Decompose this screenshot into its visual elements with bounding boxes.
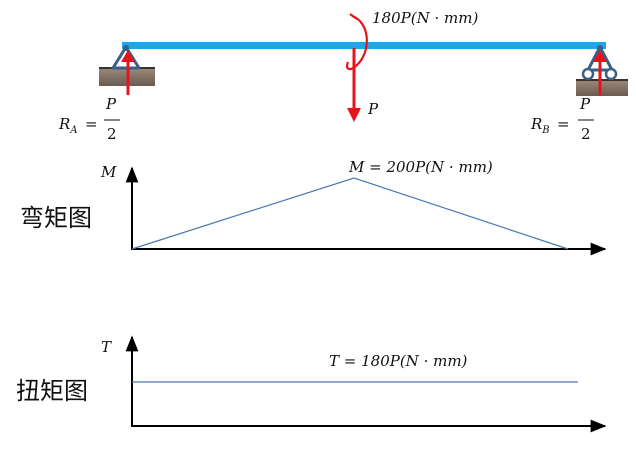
- torque-value-label: T = 180P(N · mm): [329, 352, 468, 370]
- left-pin-triangle: [111, 45, 141, 70]
- reaction-arrow-b: [593, 50, 607, 95]
- torque-title: 扭矩图: [16, 377, 88, 405]
- svg-text:RB: RB: [530, 115, 550, 136]
- svg-text:RA: RA: [58, 115, 78, 136]
- reaction-b-subscript: B: [541, 125, 549, 136]
- load-arrow-p: [347, 48, 361, 122]
- svg-text:=: =: [85, 115, 98, 133]
- reaction-a-subscript: A: [69, 125, 77, 136]
- torque-diagram: T T = 180P(N · mm) 扭矩图: [16, 335, 607, 433]
- reaction-b-denominator: 2: [581, 125, 591, 143]
- reaction-a-numerator: P: [105, 95, 117, 113]
- reaction-b-symbol: R: [530, 115, 542, 133]
- bending-moment-curve: [131, 177, 569, 250]
- reaction-a-label: RA = P 2: [58, 95, 120, 143]
- bending-title: 弯矩图: [20, 204, 92, 232]
- right-roller-support: [576, 45, 628, 96]
- bending-peak-label: M = 200P(N · mm): [348, 158, 493, 176]
- torque-axis-label: T: [101, 338, 112, 356]
- beam-bar: [122, 42, 606, 49]
- roller-wheel-right: [604, 67, 618, 81]
- reaction-b-numerator: P: [579, 95, 591, 113]
- reaction-arrow-a: [121, 50, 135, 95]
- reaction-b-label: RB = P 2: [530, 95, 594, 143]
- svg-text:=: =: [557, 115, 570, 133]
- right-ground-block: [576, 80, 628, 96]
- torque-arrow: [346, 13, 368, 71]
- roller-wheel-left: [581, 67, 595, 81]
- reaction-a-symbol: R: [58, 115, 70, 133]
- beam-schematic: 180P(N · mm) P RA = P 2 RB = P 2: [58, 9, 628, 143]
- bending-axis-label: M: [100, 163, 117, 181]
- reaction-a-denominator: 2: [107, 125, 117, 143]
- load-label: P: [367, 100, 379, 118]
- bending-moment-diagram: M M = 200P(N · mm) 弯矩图: [20, 158, 607, 256]
- torque-label: 180P(N · mm): [372, 9, 478, 27]
